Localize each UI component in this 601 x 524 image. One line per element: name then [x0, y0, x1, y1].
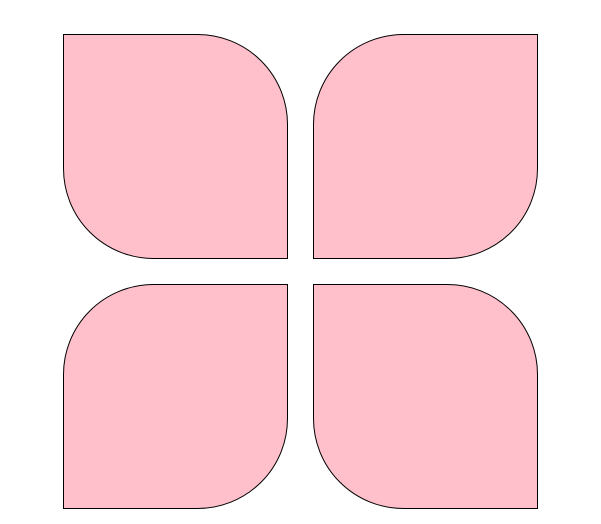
petal-group: [63, 34, 538, 509]
petal-top-right: [313, 34, 538, 259]
petal-bottom-right: [313, 284, 538, 509]
petal-bottom-left: [63, 284, 288, 509]
petal-top-left: [63, 34, 288, 259]
